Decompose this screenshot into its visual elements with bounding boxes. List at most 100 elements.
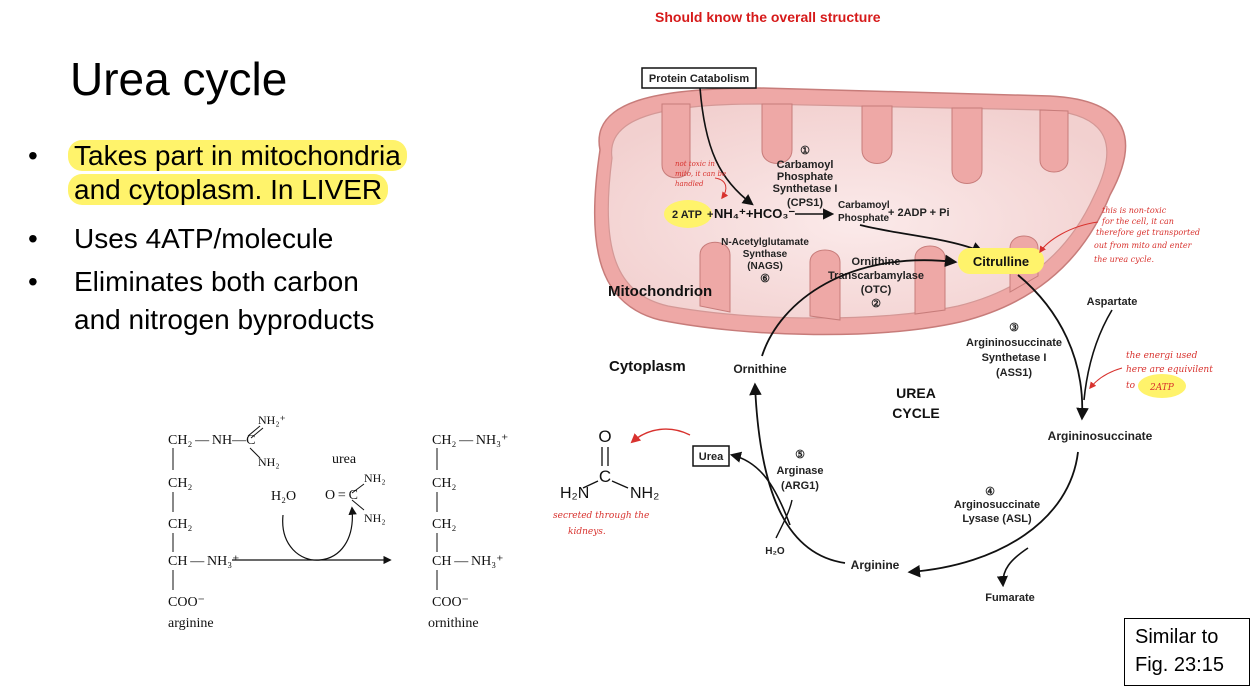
svg-text:kidneys.: kidneys.	[568, 527, 606, 537]
asl-label: Arginosuccinate	[954, 499, 1040, 511]
citrulline-label: Citrulline	[973, 254, 1029, 269]
cps1-label: Phosphate	[777, 171, 833, 183]
cps1-label: Carbamoyl	[777, 159, 834, 171]
svg-text:CH₂ — NH₃⁺: CH₂ — NH₃⁺	[432, 433, 508, 448]
atp-input: 2 ATP	[672, 209, 702, 221]
nh4-hco3-input: NH₄⁺+HCO₃⁻	[714, 206, 795, 221]
water-label: H₂O	[765, 546, 785, 557]
bullet-item: • Takes part in mitochondria and cytopla…	[28, 140, 407, 205]
citrulline-highlight	[958, 248, 1044, 274]
arg1-number: ⑤	[795, 449, 805, 461]
nags-label: N-Acetylglutamate	[721, 237, 809, 248]
protein-arrow	[699, 87, 754, 206]
cytoplasm-label: Cytoplasm	[609, 358, 686, 375]
ornithine-caption: ornithine	[428, 616, 479, 631]
bullet-text: Uses 4ATP/molecule	[74, 223, 334, 254]
water-arrow	[775, 499, 793, 539]
svg-text:COO⁻: COO⁻	[168, 595, 205, 610]
ornithine-to-citrulline-arrow	[761, 254, 958, 357]
bullet-text: and cytoplasm. In LIVER	[68, 174, 389, 205]
bullet-text: Eliminates both carbon	[74, 266, 359, 297]
ass1-label: (ASS1)	[996, 367, 1032, 379]
svg-text:CH₂: CH₂	[432, 476, 456, 491]
svg-text:the urea cycle.: the urea cycle.	[1094, 255, 1154, 264]
urea-oxygen: O	[598, 427, 611, 446]
note-secreted: secreted through the kidneys.	[553, 511, 649, 537]
svg-text:this is non-toxic: this is non-toxic	[1102, 206, 1167, 215]
fumarate-label: Fumarate	[985, 592, 1035, 604]
svg-text:NH₂: NH₂	[258, 455, 280, 469]
svg-text:CH₂ — NH—C: CH₂ — NH—C	[168, 433, 256, 448]
mitochondrion-label: Mitochondrion	[608, 283, 712, 300]
urea-amine-left: H₂N	[560, 485, 589, 502]
note-energy-arrow	[1089, 367, 1123, 390]
urea-amine-right: NH₂	[630, 485, 659, 502]
arginine-caption: arginine	[168, 616, 214, 631]
figure-reference-line: Fig. 23:15	[1135, 654, 1224, 676]
figure-reference-line: Similar to	[1135, 626, 1219, 648]
reaction-curve-arrow	[282, 506, 357, 561]
note-not-toxic: not toxic in mito, it can be handled	[675, 160, 726, 188]
reaction-water: H₂O	[271, 489, 296, 504]
figure-reference-box: Similar to Fig. 23:15	[1124, 618, 1250, 686]
otc-label: Transcarbamylase	[828, 270, 924, 282]
svg-text:NH₂⁺: NH₂⁺	[258, 413, 286, 427]
cps1-label: Synthetase I	[773, 183, 838, 195]
ass1-label: Argininosuccinate	[966, 337, 1062, 349]
cps1-number: ①	[800, 145, 810, 157]
urea-box-label: Urea	[699, 451, 724, 463]
urea-product: urea NH₂ O = C NH₂	[325, 452, 386, 525]
ornithine-label: Ornithine	[733, 362, 787, 376]
svg-text:O = C: O = C	[325, 488, 358, 503]
urea-cycle-label: CYCLE	[892, 405, 939, 421]
svg-text:CH₂: CH₂	[168, 476, 192, 491]
svg-text:2ATP: 2ATP	[1149, 383, 1175, 393]
svg-text:out from mito and enter: out from mito and enter	[1094, 241, 1193, 250]
argininosuccinate-to-arginine-arrow	[907, 451, 1079, 578]
protein-catabolism-label: Protein Catabolism	[649, 73, 749, 85]
aspartate-arrow	[1083, 309, 1113, 401]
otc-label: (OTC)	[861, 284, 892, 296]
svg-text:CH₂: CH₂	[432, 517, 456, 532]
urea-carbon: C	[599, 467, 611, 486]
carbamoyl-label: Carbamoyl	[838, 200, 890, 211]
note-energy: the energi used here are equivilent to 2…	[1126, 351, 1213, 398]
arginine-structure: CH₂ — NH—C NH₂⁺ NH₂ CH₂ CH₂ CH — NH₃⁺ CO…	[168, 413, 286, 631]
svg-text:mito, it can be: mito, it can be	[675, 170, 726, 178]
asl-number: ④	[985, 486, 995, 498]
svg-text:for the cell, it can: for the cell, it can	[1101, 217, 1174, 226]
bullet-text: and nitrogen byproducts	[74, 304, 375, 335]
bullet-dot: •	[28, 266, 38, 297]
svg-text:NH₂: NH₂	[364, 511, 386, 525]
note-non-toxic-arrow	[1039, 221, 1099, 254]
svg-text:therefore get transported: therefore get transported	[1096, 228, 1200, 237]
note-not-toxic-arrow	[714, 177, 729, 200]
otc-number: ②	[871, 298, 881, 310]
nags-number: ⑥	[760, 273, 770, 285]
aspartate-label: Aspartate	[1087, 296, 1138, 308]
carbamoyl-label: Phosphate	[838, 213, 890, 224]
svg-text:not toxic in: not toxic in	[675, 160, 715, 168]
bullet-dot: •	[28, 140, 38, 171]
svg-text:secreted through the: secreted through the	[553, 511, 649, 521]
svg-text:CH — NH₃⁺: CH — NH₃⁺	[168, 554, 240, 569]
ass1-label: Synthetase I	[982, 352, 1047, 364]
bullet-text: Takes part in mitochondria	[68, 140, 407, 171]
urea-structure-arrow	[630, 428, 691, 444]
urea-box	[692, 445, 730, 467]
fumarate-arrow	[996, 547, 1029, 588]
top-note: Should know the overall structure	[655, 9, 881, 25]
asl-label: Lysase (ASL)	[962, 513, 1032, 525]
nags-label: (NAGS)	[747, 261, 783, 272]
arg1-label: (ARG1)	[781, 480, 819, 492]
svg-text:NH₂: NH₂	[364, 471, 386, 485]
svg-text:to: to	[1126, 381, 1136, 391]
bullet-item: • Eliminates both carbon and nitrogen by…	[28, 266, 374, 335]
svg-text:urea: urea	[332, 452, 357, 467]
svg-text:COO⁻: COO⁻	[432, 595, 469, 610]
svg-text:CH — NH₃⁺: CH — NH₃⁺	[432, 554, 504, 569]
plus-sign: +	[707, 209, 713, 221]
svg-text:handled: handled	[675, 180, 704, 188]
arginine-to-ornithine-arrow	[749, 382, 846, 564]
